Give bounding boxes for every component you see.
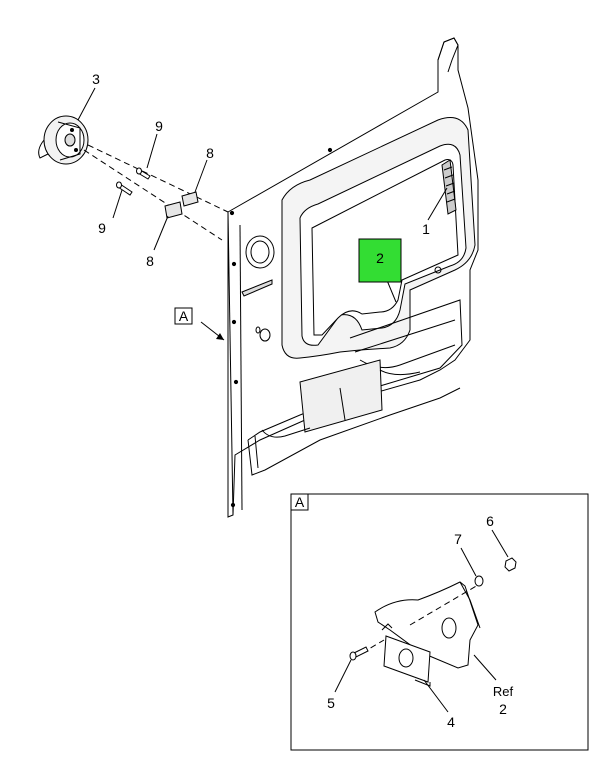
mirror-assembly (38, 115, 89, 165)
callout-8-top: 8 (206, 145, 214, 161)
view-a-label: A (179, 308, 189, 324)
callout-9-top: 9 (155, 118, 163, 134)
callout-3: 3 (92, 71, 100, 87)
bracket (374, 581, 481, 687)
detail-view-a: A 7 6 (290, 493, 589, 751)
callout-1: 1 (422, 221, 430, 237)
callout-9-bottom: 9 (98, 220, 106, 236)
callout-6: 6 (486, 513, 494, 529)
callout-5: 5 (327, 695, 335, 711)
side-panel (227, 37, 479, 518)
view-a-label-box (174, 307, 193, 325)
dashed-centerlines (83, 144, 229, 241)
nut-6 (504, 557, 517, 572)
view-a-arrowhead (216, 333, 224, 340)
callout-8-bottom: 8 (146, 253, 154, 269)
callout-ref-2: 2 (499, 701, 507, 717)
screw-5 (349, 646, 369, 661)
callout-7: 7 (454, 531, 462, 547)
fasteners-upper (116, 167, 199, 219)
callout-ref-label: Ref (493, 684, 514, 699)
detail-a-label-box (290, 493, 309, 511)
washer-7 (474, 575, 484, 587)
detail-a-label: A (295, 494, 305, 510)
highlighted-callout-box (358, 238, 402, 283)
callout-4: 4 (447, 714, 455, 730)
callout-2: 2 (376, 250, 384, 266)
